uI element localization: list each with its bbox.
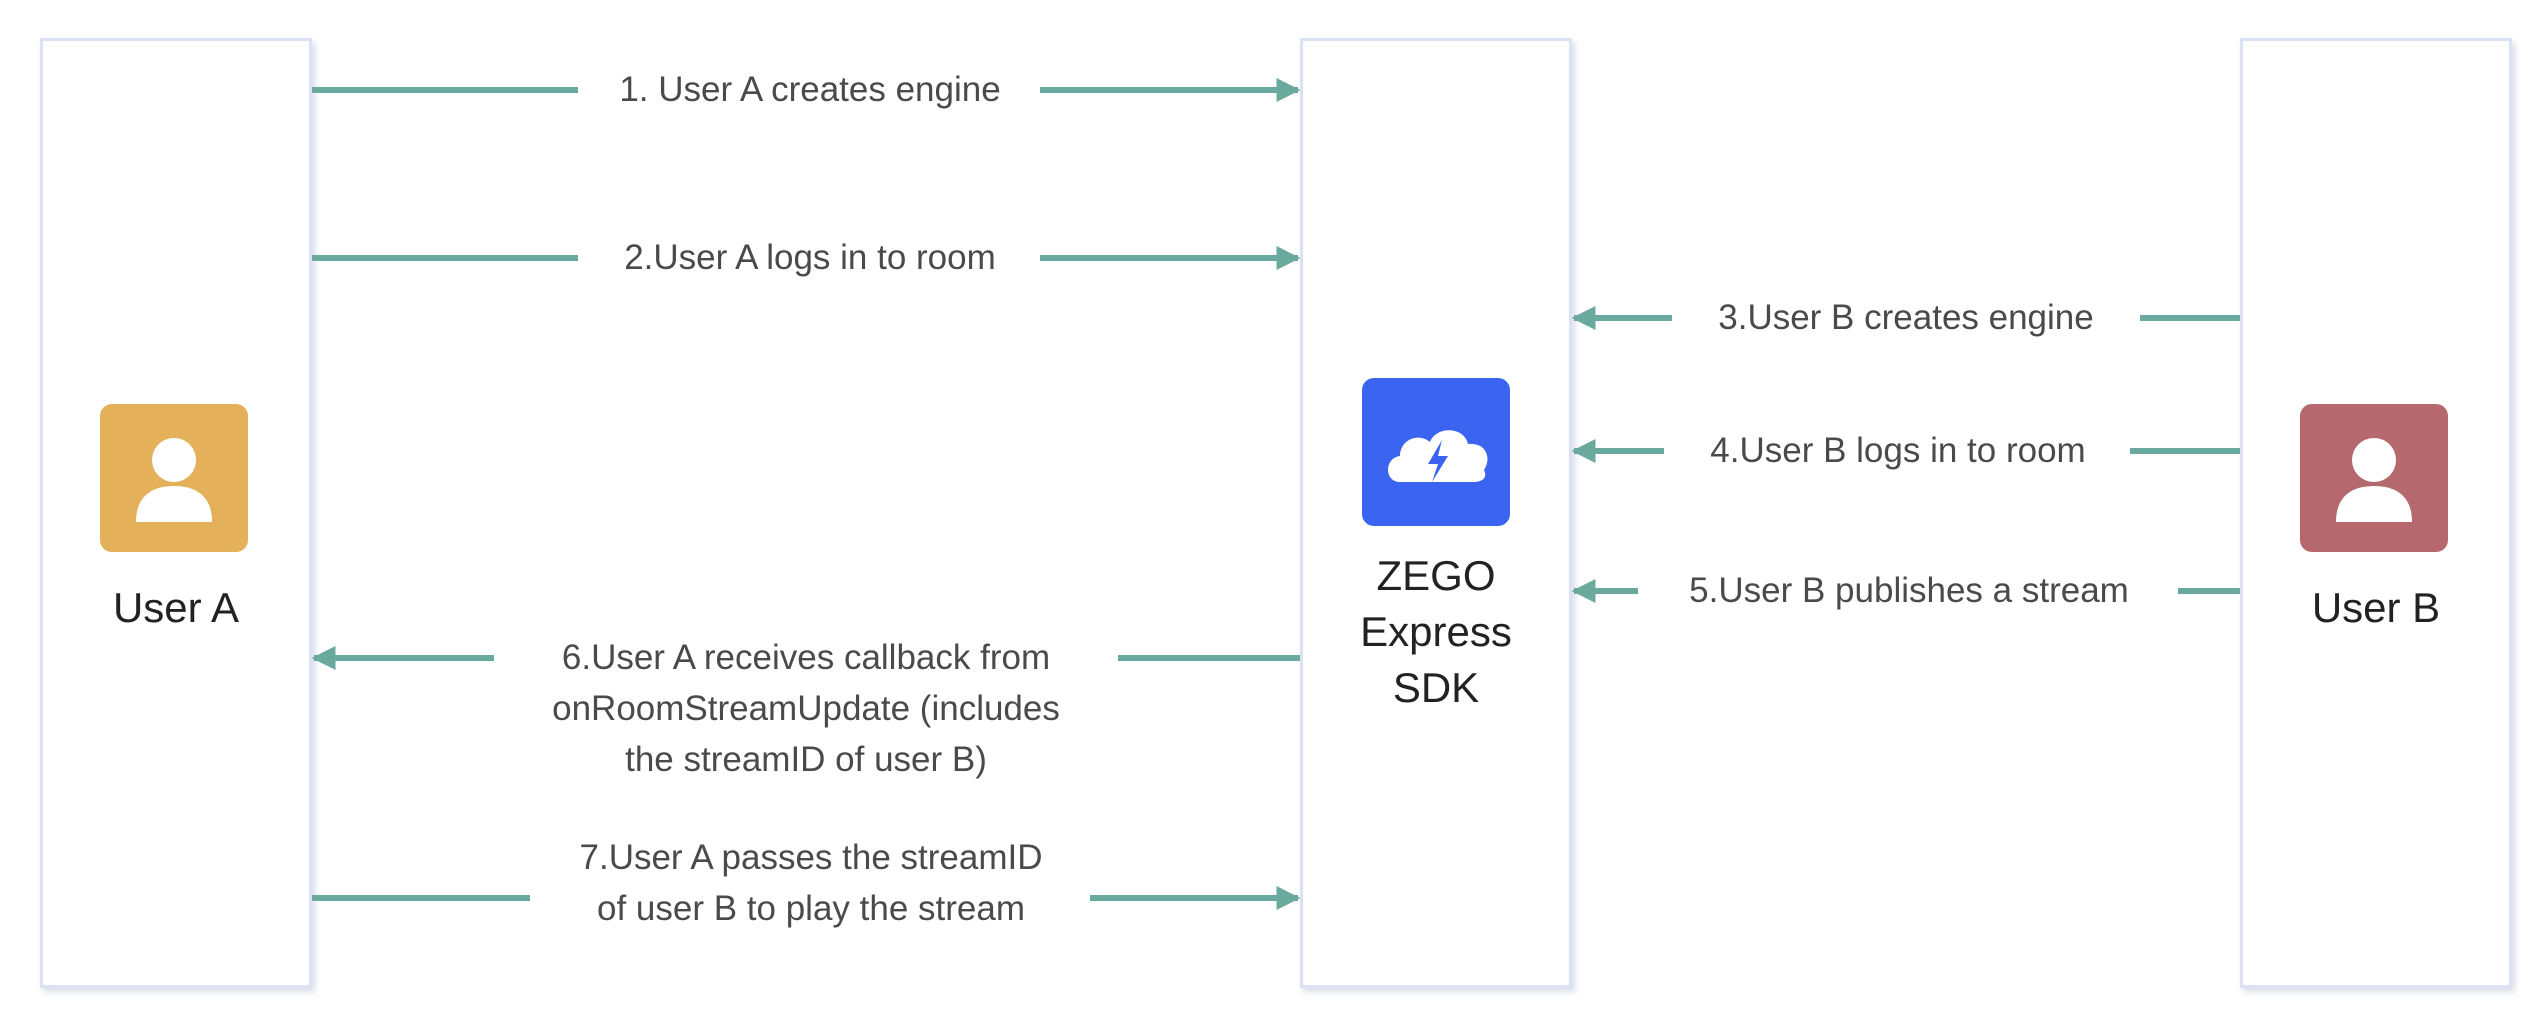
cloud-lightning-icon [1362, 378, 1510, 526]
user-b-label: User B [2311, 584, 2441, 631]
step-2-label: 2.User A logs in to room [624, 238, 996, 277]
user-b-avatar-icon [2300, 404, 2448, 552]
sdk-label: ZEGO Express SDK [1360, 552, 1512, 711]
user-a-label: User A [112, 584, 240, 631]
user-a-avatar-icon [100, 404, 248, 552]
step-5-label: 5.User B publishes a stream [1689, 571, 2129, 610]
step-3-label: 3.User B creates engine [1718, 298, 2094, 337]
step-1-label: 1. User A creates engine [619, 70, 1001, 109]
step-6-label: 6.User A receives callback from onRoomSt… [552, 638, 1060, 779]
step-4-label: 4.User B logs in to room [1710, 431, 2086, 470]
step-7-label: 7.User A passes the streamID of user B t… [579, 838, 1043, 928]
